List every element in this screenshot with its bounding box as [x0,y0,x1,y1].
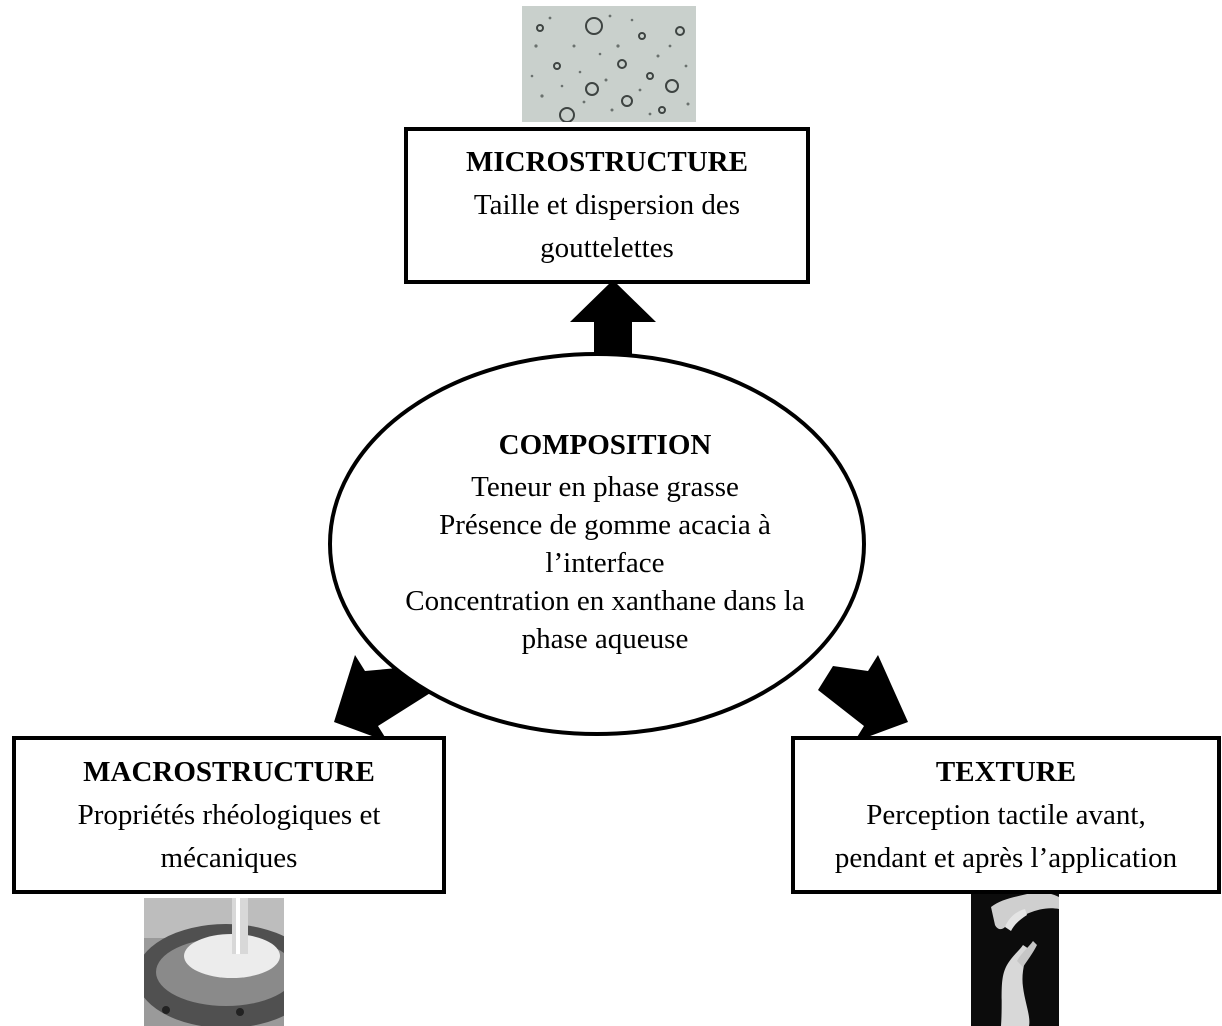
texture-line: pendant et après l’application [834,841,1178,874]
texture-title: TEXTURE [935,755,1077,788]
composition-line: Présence de gomme acacia à [439,509,771,541]
composition-line: Concentration en xanthane dans la [405,585,805,617]
rheometer-photo [144,898,284,1026]
macrostructure-line: mécaniques [160,841,298,874]
composition-line: Teneur en phase grasse [471,471,739,503]
microscopy-droplets-photo [522,6,696,122]
composition-ellipse [328,352,866,736]
macrostructure-box: MACROSTRUCTURE Propriétés rhéologiques e… [12,736,446,894]
composition-line: l’interface [545,547,665,579]
microstructure-line: Taille et dispersion des [473,189,741,221]
texture-box: TEXTURE Perception tactile avant, pendan… [791,736,1221,894]
microstructure-line: gouttelettes [540,232,674,264]
composition-text: COMPOSITION Teneur en phase grasse Prése… [370,426,840,658]
microstructure-title: MICROSTRUCTURE [466,146,748,178]
arrow-down-right [818,655,908,742]
texture-line: Perception tactile avant, [866,798,1146,831]
arrow-up [570,280,656,370]
hands-touch-photo [971,887,1059,1026]
macrostructure-title: MACROSTRUCTURE [83,755,375,788]
composition-line: phase aqueuse [521,623,689,655]
microstructure-box: MICROSTRUCTURE Taille et dispersion des … [404,127,810,284]
composition-title: COMPOSITION [498,429,712,461]
macrostructure-line: Propriétés rhéologiques et [77,798,381,831]
